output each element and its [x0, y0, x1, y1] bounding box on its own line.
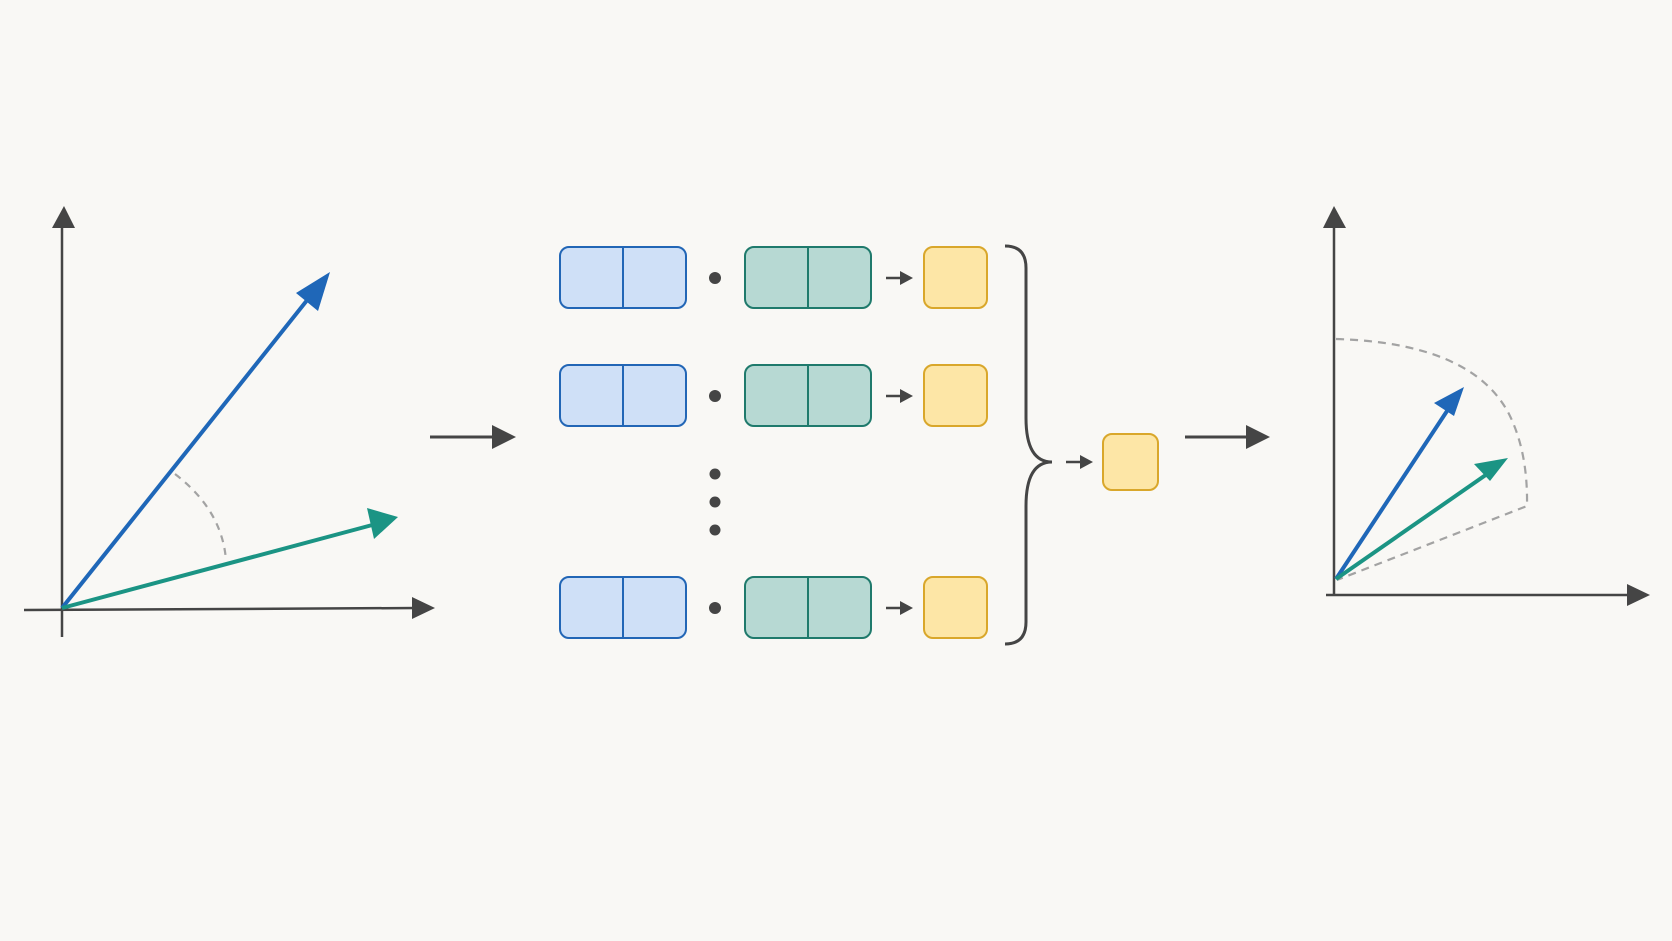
- output-vector-b: [1334, 470, 1492, 581]
- aggregated-score: [1102, 433, 1159, 491]
- output-plot: [1323, 206, 1650, 606]
- output-plot-y-axis-arrowhead: [1323, 206, 1346, 228]
- input-vector-a-arrowhead: [296, 272, 330, 311]
- ellipsis-dot: [709, 468, 721, 480]
- dot-operator: [709, 272, 721, 284]
- input-plot-x-axis-arrowhead: [412, 597, 435, 619]
- ellipsis-dot: [709, 524, 721, 536]
- ellipsis-dot: [709, 496, 721, 508]
- pairwise-products: [559, 246, 988, 639]
- output-dashed-sector: [1335, 337, 1529, 582]
- input-vector-b: [61, 522, 377, 610]
- ellipsis: [709, 468, 721, 536]
- flow-arrow-1: [430, 425, 516, 449]
- score-square: [923, 246, 988, 309]
- output-vector-a: [1334, 406, 1451, 581]
- product-arrow-head: [900, 601, 913, 615]
- score-square: [923, 364, 988, 427]
- output-vector-b-arrowhead: [1474, 458, 1508, 481]
- dot-operator: [709, 602, 721, 614]
- product-row: [559, 576, 988, 639]
- input-angle-arc: [174, 473, 228, 561]
- score-square: [923, 576, 988, 639]
- product-arrow-head: [900, 389, 913, 403]
- input-plot: [23, 206, 435, 637]
- flow-arrow-2: [1185, 425, 1270, 449]
- dot-operator: [709, 390, 721, 402]
- input-vector-a: [60, 292, 314, 610]
- product-arrow-head: [900, 271, 913, 285]
- input-plot-x-axis: [23, 606, 419, 612]
- product-row: [559, 246, 988, 309]
- input-vector-b-arrowhead: [367, 508, 398, 539]
- output-vector-a-arrowhead: [1434, 387, 1464, 416]
- product-row: [559, 364, 988, 427]
- output-plot-x-axis-arrowhead: [1627, 584, 1650, 606]
- brace-to-score-arrow: [1066, 455, 1093, 469]
- aggregation-brace: [1004, 244, 1053, 646]
- input-plot-y-axis-arrowhead: [52, 206, 75, 228]
